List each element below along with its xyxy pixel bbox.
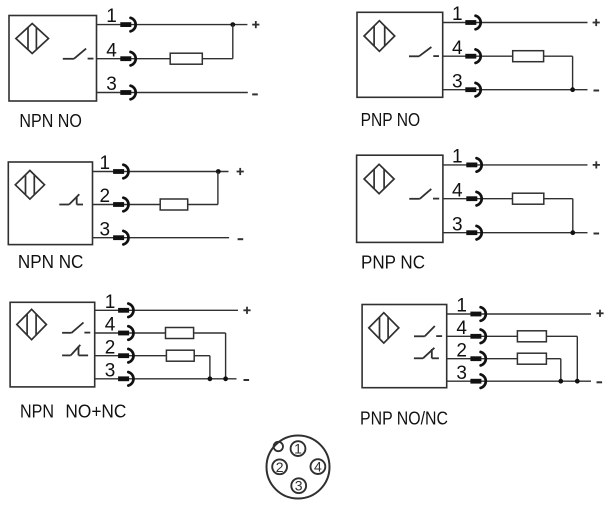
svg-text:3: 3 — [100, 219, 111, 240]
svg-text:4: 4 — [314, 459, 322, 475]
svg-text:4: 4 — [452, 180, 463, 201]
svg-text:4: 4 — [106, 40, 117, 61]
svg-text:1: 1 — [452, 147, 463, 168]
svg-text:NPN NC: NPN NC — [18, 251, 84, 272]
svg-text:3: 3 — [106, 74, 117, 95]
svg-text:2: 2 — [456, 340, 467, 361]
svg-text:4: 4 — [452, 38, 463, 59]
svg-text:3: 3 — [105, 360, 116, 381]
svg-text:NPN NO: NPN NO — [19, 110, 82, 131]
svg-text:1: 1 — [456, 296, 467, 317]
svg-text:2: 2 — [105, 337, 116, 358]
svg-text:3: 3 — [452, 71, 463, 92]
svg-text:1: 1 — [106, 6, 117, 27]
svg-text:PNP NO: PNP NO — [361, 109, 421, 130]
svg-text:2: 2 — [100, 186, 111, 207]
svg-text:PNP NC: PNP NC — [361, 251, 425, 272]
svg-text:4: 4 — [105, 315, 116, 336]
svg-text:2: 2 — [276, 459, 284, 475]
svg-text:3: 3 — [295, 478, 303, 494]
svg-text:3: 3 — [456, 363, 467, 384]
svg-text:1: 1 — [294, 441, 302, 457]
svg-text:3: 3 — [452, 214, 463, 235]
svg-text:1: 1 — [100, 153, 111, 174]
svg-text:1: 1 — [452, 4, 463, 25]
svg-text:NPN: NPN — [20, 401, 54, 422]
svg-text:1: 1 — [105, 292, 116, 313]
svg-text:NO+NC: NO+NC — [65, 401, 126, 422]
svg-text:4: 4 — [456, 318, 467, 339]
svg-text:PNP NO/NC: PNP NO/NC — [360, 407, 448, 428]
